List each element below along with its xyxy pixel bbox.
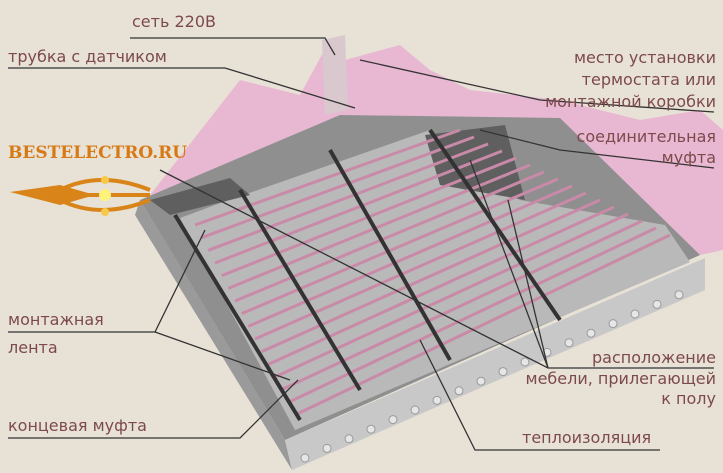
insulation-bump: [476, 376, 486, 386]
label-mains: сеть 220В: [132, 12, 216, 31]
cable-run: [241, 177, 559, 316]
insulation-bump: [410, 405, 420, 415]
cable-run: [207, 142, 489, 252]
logo-lightning-icon: [10, 176, 151, 216]
insulation-bump: [454, 386, 464, 396]
cable-run: [194, 128, 461, 227]
label-coupling-2: муфта: [661, 148, 716, 167]
leader-lines: [8, 37, 715, 451]
wall-post: [322, 35, 348, 115]
mounting-tape: [238, 188, 362, 392]
site-logo: BESTELECTRO.RU: [8, 143, 188, 163]
insulation-bump: [520, 357, 530, 367]
insulation-bump: [366, 424, 376, 434]
insulation-bump: [674, 290, 684, 300]
slab-left-edge: [135, 200, 292, 470]
label-sensor-tube: трубка с датчиком: [8, 47, 167, 66]
insulation-bump: [498, 367, 508, 377]
label-coupling-1: соединительная: [576, 127, 716, 146]
heating-cable: [194, 128, 671, 417]
insulation-bump: [608, 319, 618, 329]
cable-run: [214, 149, 503, 265]
label-furniture-1: расположение: [592, 348, 716, 367]
insulation-bump: [652, 299, 662, 309]
label-furniture-2: мебели, прилегающей: [525, 369, 717, 388]
label-tape-2: лента: [8, 338, 58, 357]
insulation-bump: [564, 338, 574, 348]
insulation-bump: [322, 443, 332, 453]
label-thermostat-1: место установки: [573, 48, 716, 67]
label-furniture-3: к полу: [661, 389, 716, 408]
cable-run: [261, 198, 601, 354]
cable-run: [234, 170, 545, 303]
label-end-coupling: концевая муфта: [8, 416, 147, 435]
cable-run: [201, 135, 475, 240]
insulation-bump: [344, 434, 354, 444]
mounting-tape: [328, 149, 452, 361]
cable-run: [247, 184, 573, 328]
insulation-bump: [586, 328, 596, 338]
label-tape-1: монтажная: [8, 310, 104, 329]
cable-run: [267, 205, 615, 366]
insulation-bump: [630, 309, 640, 319]
insulation-bump: [388, 415, 398, 425]
cable-run: [254, 191, 587, 341]
insulation-bumps: [300, 290, 684, 463]
label-thermostat-3: монтажной коробки: [545, 92, 716, 111]
label-thermostat-2: термостата или: [581, 70, 716, 89]
insulation-bump: [300, 453, 310, 463]
label-insulation: теплоизоляция: [522, 428, 652, 447]
furniture-zone-1: [150, 178, 250, 215]
insulation-bump: [432, 395, 442, 405]
inner-panel: [180, 130, 690, 430]
